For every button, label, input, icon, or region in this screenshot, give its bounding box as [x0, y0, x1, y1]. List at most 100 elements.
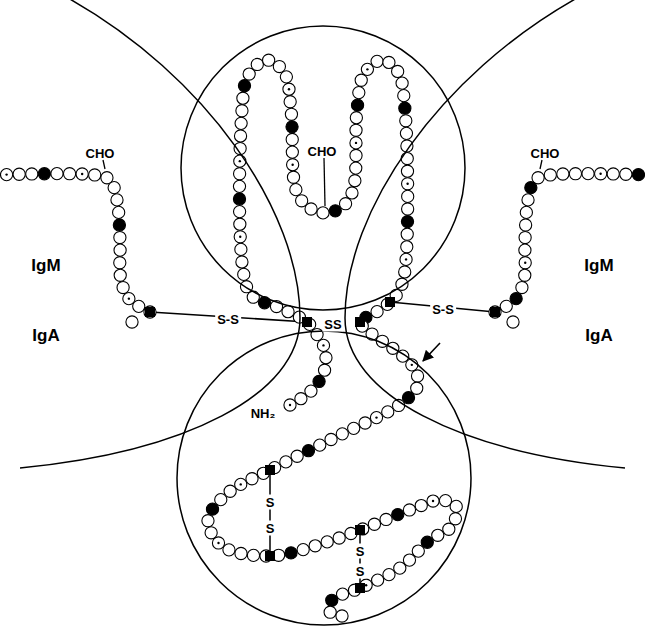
disulfide-label: S	[354, 544, 367, 559]
residue-bead	[632, 168, 644, 180]
residue-dot	[524, 262, 526, 264]
residue-bead	[516, 281, 528, 293]
residue-bead	[233, 193, 245, 205]
chain-class-label: IgM	[31, 257, 60, 274]
residue-chain	[0, 168, 156, 319]
group-label: NH₂	[251, 407, 276, 420]
residue-bead	[402, 190, 414, 202]
residue-bead	[258, 297, 270, 309]
residue-bead	[432, 529, 444, 541]
disulfide-bond	[269, 470, 271, 556]
residue-bead	[520, 219, 532, 231]
residue-bead	[401, 241, 413, 253]
residue-bead	[133, 300, 145, 312]
residue-bead	[317, 207, 329, 219]
residue-bead	[284, 399, 296, 411]
residue-bead	[251, 58, 263, 70]
residue-bead	[286, 121, 298, 133]
residue-bead	[403, 504, 415, 516]
residue-bead	[287, 159, 299, 171]
cysteine-square	[265, 551, 275, 561]
residue-bead	[355, 74, 367, 86]
residue-bead	[51, 168, 63, 180]
residue-bead	[507, 316, 519, 328]
residue-bead	[399, 266, 411, 278]
residue-bead	[350, 137, 362, 149]
residue-dot	[355, 142, 357, 144]
residue-bead	[427, 495, 439, 507]
residue-bead	[111, 194, 123, 206]
residue-bead	[114, 231, 126, 243]
residue-bead	[235, 547, 247, 559]
residue-bead	[522, 194, 534, 206]
residue-bead	[235, 478, 247, 490]
residue-dot	[599, 173, 601, 175]
residue-bead	[114, 257, 126, 269]
residue-bead	[238, 268, 250, 280]
residue-bead	[406, 359, 418, 371]
outline-shape	[0, 0, 305, 470]
residue-bead	[317, 339, 329, 351]
residue-dot	[239, 160, 241, 162]
residue-bead	[238, 80, 250, 92]
residue-dot	[375, 416, 377, 418]
residue-bead	[280, 71, 292, 83]
residue-bead	[287, 171, 299, 183]
cysteine-square	[355, 583, 365, 593]
residue-bead	[0, 168, 12, 180]
residue-bead	[392, 509, 404, 521]
cysteine-square	[355, 317, 365, 327]
residue-dot	[5, 173, 7, 175]
residue-bead	[270, 300, 282, 312]
cysteine-square	[302, 317, 312, 327]
residue-bead	[297, 543, 309, 555]
residue-bead	[314, 439, 326, 451]
residue-bead	[321, 536, 333, 548]
disulfide-label: S-S	[430, 302, 456, 317]
residue-bead	[234, 231, 246, 243]
residue-bead	[401, 140, 413, 152]
residue-bead	[234, 168, 246, 180]
residue-bead	[394, 562, 406, 574]
residue-bead	[396, 77, 408, 89]
residue-bead	[557, 168, 569, 180]
residue-bead	[313, 375, 325, 387]
residue-dot	[411, 364, 413, 366]
residue-bead	[126, 316, 138, 328]
residue-bead	[240, 281, 252, 293]
residue-bead	[247, 291, 259, 303]
residue-bead	[415, 499, 427, 511]
glycan-label: CHO	[86, 147, 115, 160]
chain-class-label: IgA	[585, 327, 612, 344]
cysteine-square	[385, 297, 395, 307]
residue-dot	[239, 236, 241, 238]
bond-lines	[150, 302, 495, 588]
residue-bead	[411, 370, 423, 382]
residue-bead	[350, 162, 362, 174]
residue-bead	[113, 219, 125, 231]
residue-bead	[320, 352, 332, 364]
residue-bead	[285, 108, 297, 120]
residue-bead	[326, 594, 338, 606]
residue-dot	[240, 483, 242, 485]
residue-bead	[13, 168, 25, 180]
chain-class-label: IgM	[584, 257, 613, 274]
residue-dot	[288, 88, 290, 90]
residue-bead	[366, 328, 378, 340]
residue-bead	[235, 243, 247, 255]
residue-bead	[302, 445, 314, 457]
group-label: CHO	[308, 145, 337, 158]
residue-dot	[406, 183, 408, 185]
residue-bead	[273, 60, 285, 72]
residue-bead	[520, 206, 532, 218]
residue-bead	[400, 253, 412, 265]
residue-dot	[432, 500, 434, 502]
residue-bead	[350, 124, 362, 136]
residue-bead	[290, 184, 302, 196]
residue-bead	[349, 175, 361, 187]
residue-bead	[443, 523, 455, 535]
residue-bead	[607, 168, 619, 180]
